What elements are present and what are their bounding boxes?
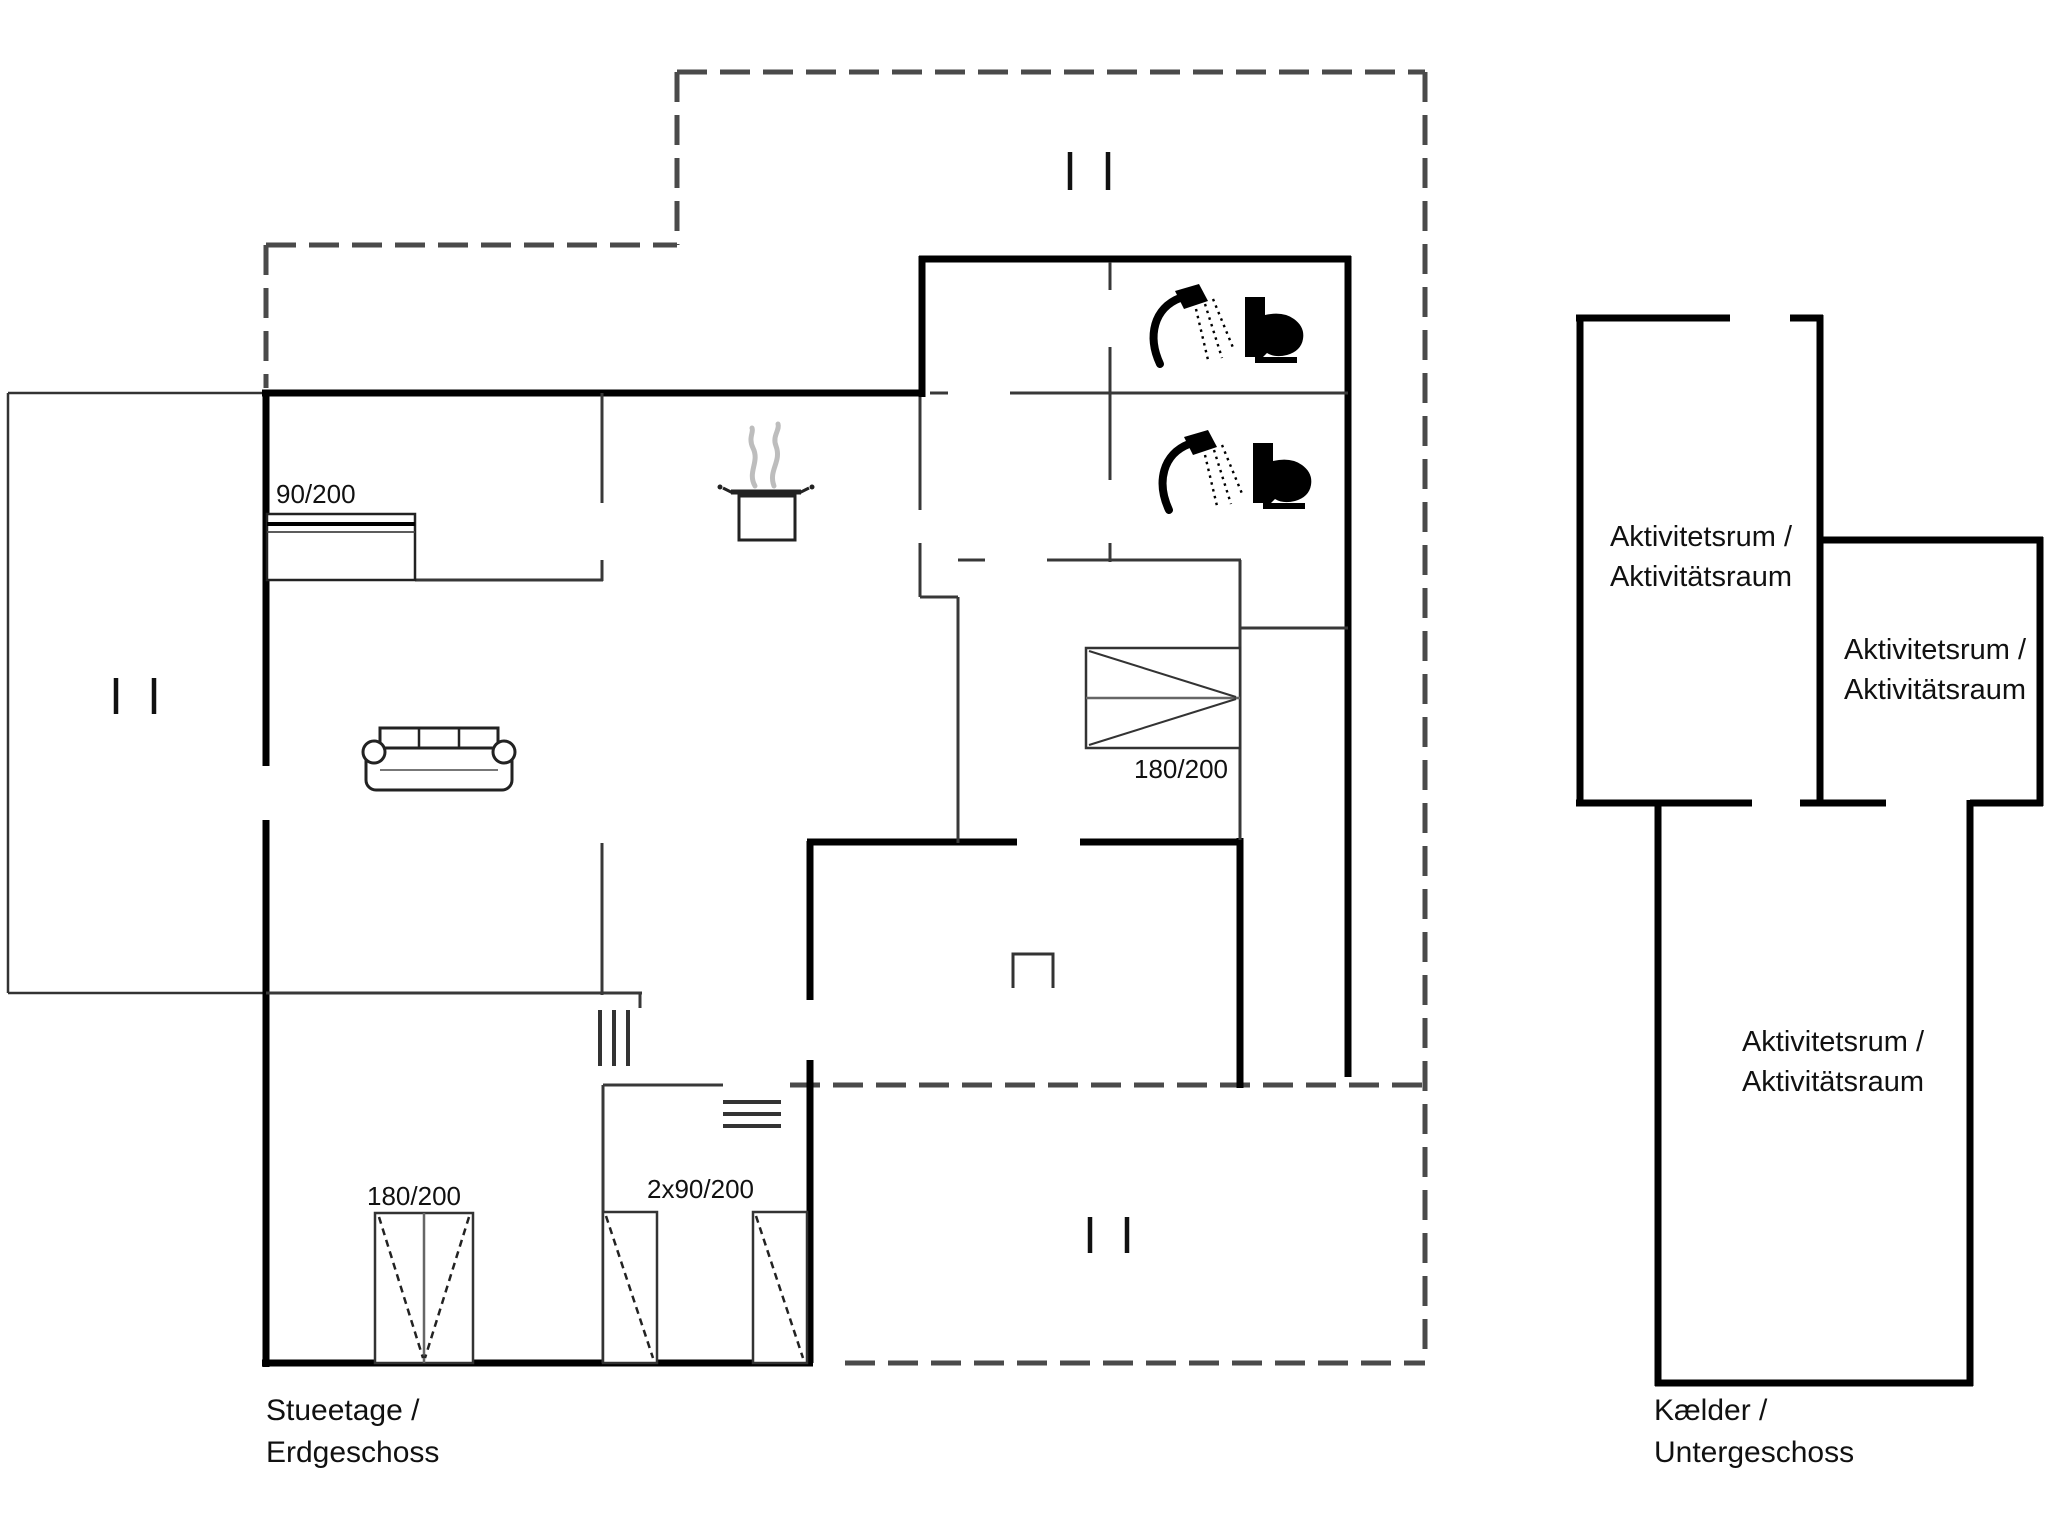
steps-symbol-horizontal (723, 1100, 781, 1128)
basement-caption-line1: Kælder / (1654, 1394, 1768, 1427)
bed-size-label-180-200-bottom: 180/200 (367, 1181, 461, 1211)
bed-size-label-180-200-right: 180/200 (1134, 754, 1228, 784)
bed-90x200 (265, 512, 417, 582)
steaming-pot-icon (717, 421, 815, 542)
basement-room-label-2: Aktivitetsrum / Aktivitätsraum (1810, 630, 2048, 710)
shower-icon-1 (1149, 284, 1236, 368)
window-marks-top (1067, 152, 1111, 190)
basement-caption: Kælder / Untergeschoss (1654, 1390, 1854, 1474)
window-marks-left (113, 678, 157, 714)
toilet-icon-1 (1245, 297, 1304, 363)
basement-caption-line2: Untergeschoss (1654, 1436, 1855, 1469)
window-marks-bottom (1087, 1217, 1130, 1253)
roof-overhang-outline-dashed (263, 69, 1428, 1366)
sofa-icon (361, 726, 517, 792)
ground-floor-caption: Stueetage / Erdgeschoss (266, 1390, 439, 1474)
bed-size-label-90-200: 90/200 (276, 479, 356, 509)
ground-floor-caption-line1: Stueetage / (266, 1394, 420, 1427)
bed-size-label-2x90-200: 2x90/200 (647, 1174, 754, 1204)
exterior-walls (262, 255, 1352, 1367)
basement-room-label-3-line1: Aktivitetsrum / (1741, 1026, 1925, 1058)
basement-room-label-3: Aktivitetsrum / Aktivitätsraum (1683, 1022, 1983, 1102)
basement-room-label-2-line2: Aktivitätsraum (1843, 674, 2027, 706)
bed-180x200 (1084, 646, 1242, 750)
toilet-icon-2 (1253, 443, 1312, 509)
basement-room-label-2-line1: Aktivitetsrum / (1843, 634, 2027, 666)
basement-room-label-1-line2: Aktivitätsraum (1609, 561, 1793, 593)
twin-beds-2x90x200 (601, 1210, 809, 1365)
ground-floor-caption-line2: Erdgeschoss (266, 1436, 440, 1469)
fireplace-symbol (1011, 952, 1055, 988)
double-bed-180x200 (373, 1211, 475, 1365)
terrace-outline (6, 391, 266, 995)
interior-walls (266, 262, 1348, 1363)
basement-room-label-1-line1: Aktivitetsrum / (1609, 521, 1793, 553)
basement-room-label-3-line2: Aktivitätsraum (1741, 1066, 1925, 1098)
shower-icon-2 (1158, 430, 1245, 514)
basement-walls (1576, 314, 2044, 1387)
basement-room-label-1: Aktivitetsrum / Aktivitätsraum (1556, 517, 1846, 597)
steps-symbol-vertical (598, 1010, 630, 1066)
